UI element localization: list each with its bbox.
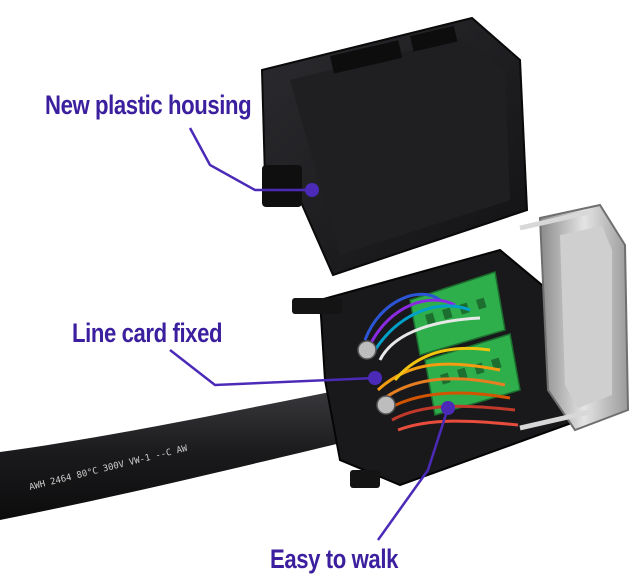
screws [357,340,396,415]
colored-wires [363,292,519,432]
dsub-connector [519,203,630,432]
callout-easy-to-walk: Easy to walk [270,544,398,574]
cable: AWH 2464 80°C 300V VW-1 --C AW [0,388,362,520]
plastic-housing-lid [260,16,529,277]
callout-line-card-fixed: Line card fixed [72,318,223,348]
callout-lines [169,127,450,541]
callout-new-plastic-housing: New plastic housing [45,90,252,120]
callout-dots [305,183,455,415]
